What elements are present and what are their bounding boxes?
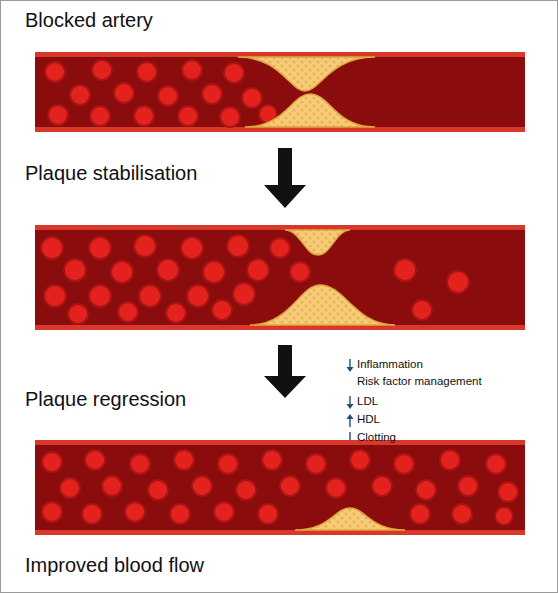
regressed-artery <box>35 440 525 535</box>
stage-heading: Plaque stabilisation <box>25 162 197 185</box>
down-arrow <box>264 148 306 208</box>
factor-label: LDL <box>357 395 378 407</box>
factor-label: Clotting <box>357 431 396 443</box>
stage-heading: Blocked artery <box>25 9 153 32</box>
stage-heading: Plaque regression <box>25 388 186 411</box>
trend-arrows <box>347 359 354 445</box>
down-arrow <box>264 345 306 398</box>
factor-label: Inflammation <box>357 358 423 370</box>
blocked-artery <box>35 52 525 132</box>
factor-label: HDL <box>357 413 380 425</box>
stage-heading: Improved blood flow <box>25 554 204 577</box>
stabilised-artery <box>35 225 525 330</box>
factor-label: Risk factor management <box>357 375 482 387</box>
